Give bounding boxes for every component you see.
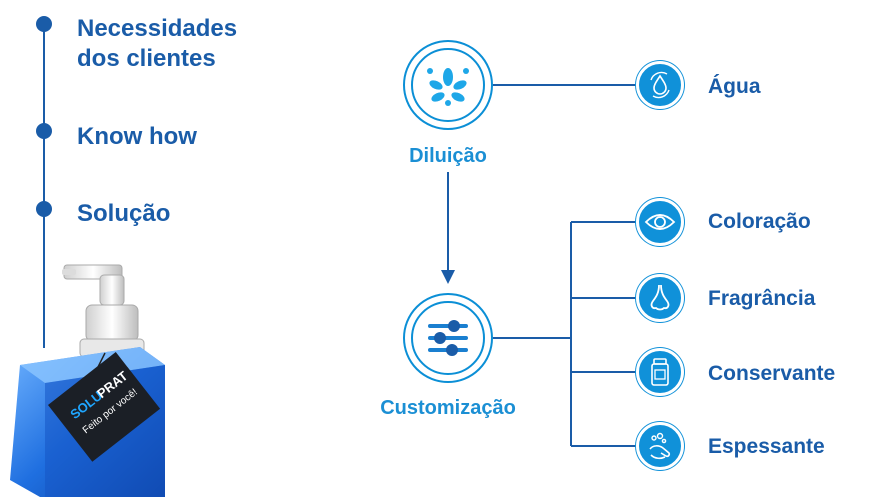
thickener-label: Espessante: [708, 435, 825, 458]
timeline-line: [43, 18, 45, 348]
nose-icon: [650, 284, 670, 311]
timeline-dot: [36, 123, 52, 139]
coloring-label: Coloração: [708, 210, 811, 233]
water-label: Água: [708, 75, 761, 98]
water-splash-icon: [427, 68, 469, 106]
dilution-node: [403, 40, 493, 130]
timeline-dot: [36, 201, 52, 217]
step-know-how: Know how: [77, 123, 197, 150]
water-drop-icon: [650, 71, 670, 99]
eye-icon: [644, 214, 676, 230]
water-node: [636, 61, 684, 109]
soap-bottle-image: SOLU PRAT Feito por você!: [10, 264, 165, 497]
bubbles-hand-icon: [649, 432, 671, 460]
fragrance-node: [636, 274, 684, 322]
step-customer-needs: Necessidades dos clientes: [77, 15, 238, 72]
sliders-icon: [428, 320, 468, 356]
preservative-label: Conservante: [708, 362, 836, 385]
dilution-label: Diluição: [409, 145, 487, 167]
jar-icon: [651, 358, 669, 386]
fragrance-label: Fragrância: [708, 287, 816, 310]
customization-label: Customização: [380, 397, 516, 419]
timeline-dot: [36, 16, 52, 32]
coloring-node: [636, 198, 684, 246]
customization-node: [403, 293, 493, 383]
step-solution: Solução: [77, 200, 171, 227]
thickener-node: [636, 422, 684, 470]
preservative-node: [636, 348, 684, 396]
